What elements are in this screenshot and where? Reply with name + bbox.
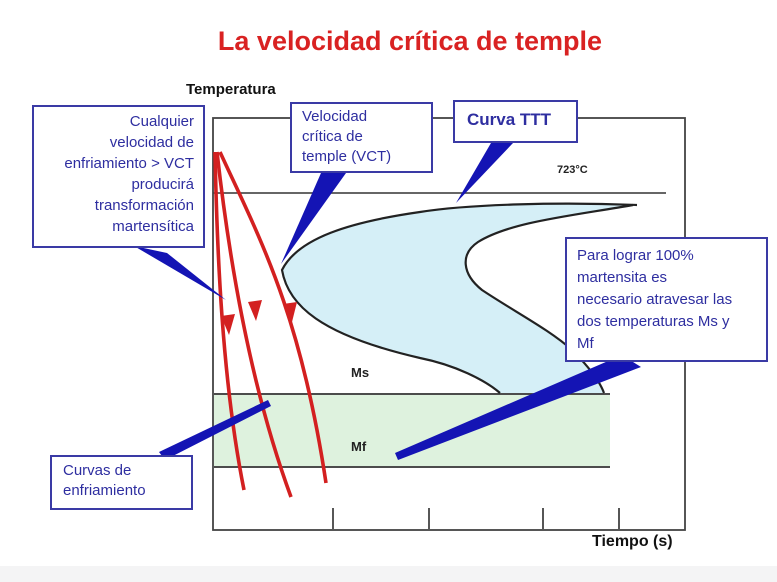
cooling-arrowhead-3 — [283, 302, 297, 322]
callout-para-lograr: Para lograr 100% martensita es necesario… — [565, 237, 768, 362]
cooling-arrowhead-1 — [221, 314, 235, 335]
label-ms: Ms — [351, 365, 370, 380]
bottom-strip — [0, 566, 777, 582]
pointer-cualquier — [134, 246, 226, 300]
x-axis-label: Tiempo (s) — [592, 533, 673, 550]
label-723c: 723°C — [557, 164, 588, 176]
label-mf: Mf — [351, 439, 367, 454]
page-title: La velocidad crítica de temple — [217, 26, 603, 56]
ttt-start-curve — [280, 202, 638, 394]
callout-velocidad-critica: Velocidad crítica de temple (VCT) — [290, 102, 433, 173]
pointer-vct — [281, 173, 346, 264]
cooling-arrowhead-2 — [248, 300, 262, 321]
y-axis-label: Temperatura — [186, 81, 276, 98]
cooling-curve-3 — [218, 151, 328, 484]
callout-curvas-enfriamiento: Curvas de enfriamiento — [50, 455, 193, 510]
callout-curva-ttt: Curva TTT — [453, 100, 578, 143]
callout-cualquier-velocidad: Cualquier velocidad de enfriamiento > VC… — [32, 105, 205, 248]
cooling-curve-2 — [215, 151, 293, 498]
pointer-curva-ttt — [456, 143, 513, 203]
pointer-curvas-enfriamiento — [159, 400, 271, 460]
martensite-band — [214, 395, 610, 466]
pointer-para-lograr — [395, 355, 641, 460]
